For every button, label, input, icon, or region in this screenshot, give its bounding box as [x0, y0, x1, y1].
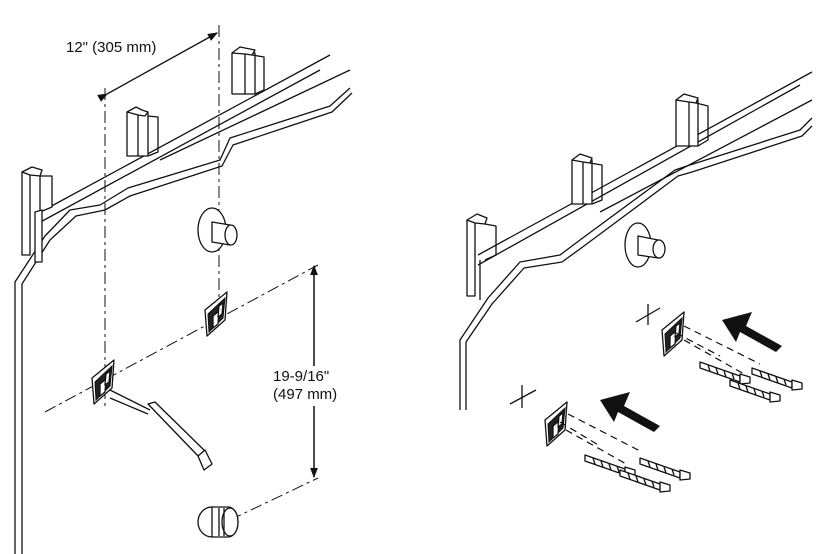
- screw: [729, 379, 781, 403]
- screw: [619, 469, 671, 493]
- supply-flange: [197, 207, 238, 253]
- stud: [231, 46, 265, 95]
- direction-arrow-icon: [600, 392, 660, 432]
- label-background: [270, 366, 350, 406]
- dimension-label-imperial: 19-9/16": [273, 368, 329, 385]
- supply-flange: [624, 222, 666, 268]
- direction-arrow-icon: [722, 312, 782, 352]
- outlet-alignment-line: [229, 477, 319, 521]
- screwdriver: [109, 389, 213, 471]
- dimension-label-metric: (497 mm): [273, 386, 337, 403]
- stud: [675, 93, 709, 147]
- right-wall-assembly: [459, 71, 813, 493]
- dimension-line-horizontal: [97, 32, 219, 102]
- mounting-bracket-upper: [204, 291, 228, 337]
- stud: [21, 166, 53, 263]
- mounting-bracket-upper: [661, 311, 685, 357]
- left-wall-assembly: 12" (305 mm) 19-9/16" (497 mm): [14, 25, 353, 554]
- outlet-fitting: [197, 506, 239, 538]
- drill-mark-upper: [635, 304, 661, 325]
- bracket-alignment-line: [44, 264, 319, 413]
- screw-path-upper: [675, 325, 761, 375]
- drill-mark-lower: [509, 385, 537, 408]
- screw: [699, 361, 751, 385]
- screw: [751, 367, 803, 391]
- screw: [639, 457, 691, 481]
- stud: [571, 153, 603, 205]
- stud: [466, 213, 497, 300]
- stud: [126, 106, 159, 157]
- screw-path-lower: [559, 413, 643, 466]
- dimension-label-12in: 12" (305 mm): [66, 39, 156, 56]
- mounting-bracket-lower: [91, 359, 115, 405]
